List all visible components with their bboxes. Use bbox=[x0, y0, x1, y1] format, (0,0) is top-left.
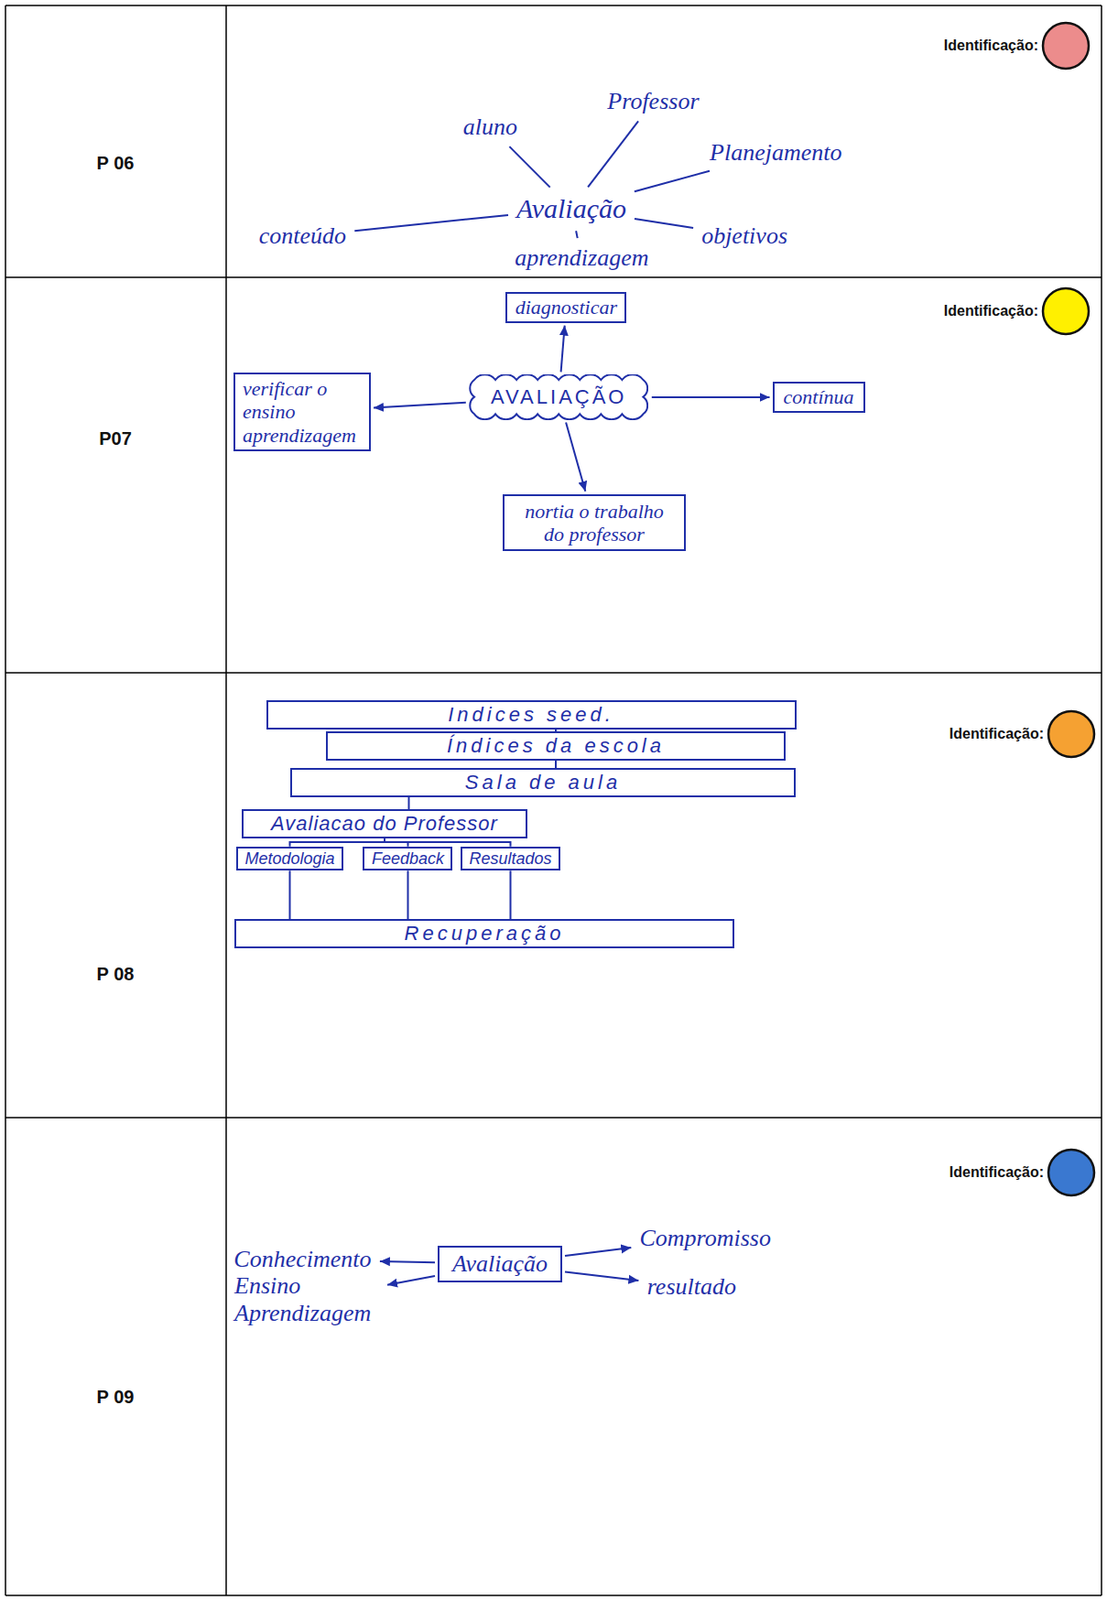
connector bbox=[407, 870, 410, 920]
node-text: Avaliação bbox=[516, 193, 627, 226]
concept-box: nortia o trabalho do professor bbox=[502, 494, 686, 553]
id-circle bbox=[1048, 1150, 1095, 1196]
connector bbox=[289, 870, 292, 920]
node-text: Planejamento bbox=[709, 139, 843, 167]
connector bbox=[384, 838, 511, 847]
concept-word: Ensino Aprendizagem bbox=[228, 1269, 385, 1332]
connector bbox=[554, 760, 557, 770]
node-text: verificar o ensino aprendizagem bbox=[242, 377, 362, 447]
node-text: Resultados bbox=[468, 849, 553, 869]
connector bbox=[290, 838, 386, 847]
table-rule bbox=[4, 5, 7, 1596]
node-text: Compromisso bbox=[639, 1225, 771, 1253]
connector bbox=[564, 1248, 631, 1257]
cloud-path bbox=[469, 375, 648, 421]
hierarchy-box: Feedback bbox=[362, 846, 453, 872]
node-text: Avaliação bbox=[452, 1250, 548, 1279]
id-label: Identificação: bbox=[949, 1164, 1044, 1182]
connector bbox=[651, 396, 771, 399]
node-text: diagnosticar bbox=[514, 295, 618, 319]
connector bbox=[379, 1261, 435, 1263]
concept-box: diagnosticar bbox=[505, 292, 627, 323]
node-text: Feedback bbox=[370, 849, 445, 869]
connector bbox=[509, 146, 550, 188]
node-text: aprendizagem bbox=[514, 244, 650, 272]
hierarchy-box: Índices da escola bbox=[325, 731, 786, 760]
connector bbox=[587, 120, 639, 187]
table-rule bbox=[5, 1595, 1102, 1597]
concept-word: Professor bbox=[601, 84, 706, 120]
node-text: Professor bbox=[607, 87, 700, 116]
hierarchy-box: Resultados bbox=[460, 846, 561, 872]
connector bbox=[354, 215, 509, 231]
table-rule bbox=[225, 5, 228, 1596]
hierarchy-box: Sala de aula bbox=[290, 768, 796, 797]
table-rule bbox=[5, 672, 1102, 674]
hub-word: Avaliação bbox=[510, 189, 632, 229]
concept-word: conteúdo bbox=[252, 218, 352, 254]
hierarchy-box: Metodologia bbox=[236, 846, 344, 872]
id-circle bbox=[1042, 288, 1089, 335]
hierarchy-box: Avaliacao do Professor bbox=[241, 809, 528, 838]
node-text: resultado bbox=[646, 1273, 737, 1302]
hierarchy-box: Recuperação bbox=[234, 919, 735, 948]
concept-word: aluno bbox=[456, 109, 523, 145]
node-text: Conhecimento bbox=[233, 1246, 372, 1274]
concept-word: objetivos bbox=[695, 218, 793, 254]
row-label: P07 bbox=[98, 428, 132, 450]
node-text: conteúdo bbox=[258, 222, 347, 250]
connector bbox=[561, 325, 565, 373]
table-rule bbox=[1100, 5, 1103, 1596]
node-text: contínua bbox=[783, 385, 855, 409]
concept-word: Planejamento bbox=[704, 135, 848, 171]
connector bbox=[387, 1276, 435, 1286]
cloud-shape: AVALIAÇÃO bbox=[468, 374, 650, 420]
concept-word: Compromisso bbox=[633, 1221, 777, 1257]
node-text: Índices da escola bbox=[336, 734, 775, 758]
row-label: P 06 bbox=[97, 152, 135, 174]
table-rule bbox=[5, 1117, 1102, 1119]
node-text: Indices seed. bbox=[277, 703, 786, 727]
node-text: Avaliacao do Professor bbox=[250, 812, 519, 836]
connector bbox=[373, 402, 467, 409]
node-text: AVALIAÇÃO bbox=[490, 385, 628, 409]
connector bbox=[408, 797, 411, 811]
connector bbox=[564, 1272, 639, 1282]
node-text: nortia o trabalho do professor bbox=[513, 499, 675, 547]
concept-box: verificar o ensino aprendizagem bbox=[233, 372, 371, 452]
node-text: aluno bbox=[462, 113, 518, 142]
node-text: objetivos bbox=[701, 222, 788, 250]
row-label: P 09 bbox=[97, 1387, 135, 1409]
concept-box: contínua bbox=[772, 381, 866, 413]
row-label: P 08 bbox=[97, 964, 135, 986]
hierarchy-box: Indices seed. bbox=[266, 700, 797, 729]
connector bbox=[575, 230, 578, 239]
node-text: Metodologia bbox=[244, 849, 336, 869]
table-rule bbox=[5, 276, 1102, 279]
id-label: Identificação: bbox=[949, 726, 1044, 743]
connector bbox=[510, 870, 512, 920]
id-label: Identificação: bbox=[944, 37, 1039, 55]
connector bbox=[634, 218, 694, 228]
concept-box: Avaliação bbox=[437, 1246, 563, 1283]
node-text: Ensino Aprendizagem bbox=[234, 1272, 380, 1328]
concept-word: resultado bbox=[640, 1269, 742, 1305]
connector bbox=[634, 171, 710, 193]
concept-word: aprendizagem bbox=[509, 240, 655, 276]
connector bbox=[565, 423, 586, 492]
node-text: Sala de aula bbox=[301, 770, 785, 794]
id-circle bbox=[1048, 711, 1095, 758]
node-text: Recuperação bbox=[245, 922, 724, 945]
table-rule bbox=[5, 4, 1102, 7]
concept-word: Conhecimento bbox=[227, 1242, 378, 1278]
id-circle bbox=[1042, 22, 1089, 69]
id-label: Identificação: bbox=[944, 303, 1039, 320]
